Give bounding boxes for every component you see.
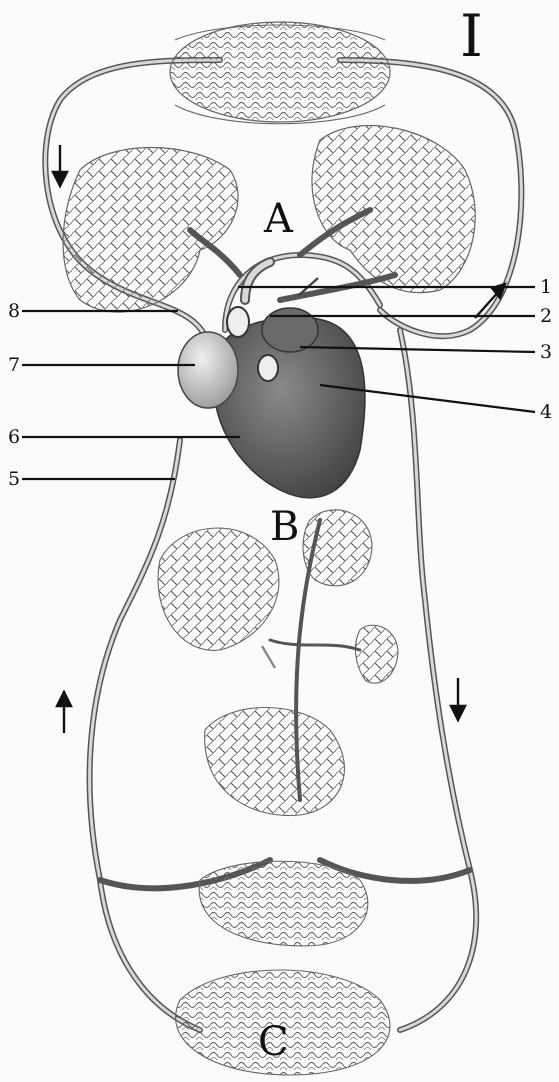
left-atrium xyxy=(262,308,318,352)
callout-1: 1 xyxy=(540,276,552,298)
pulmonary-ring xyxy=(258,355,278,381)
callout-2: 2 xyxy=(540,305,552,327)
right-lung-capillary-bed xyxy=(312,126,475,293)
head-capillary-bed xyxy=(170,22,390,124)
aorta-ring xyxy=(227,307,249,337)
digestive-capillary-beds xyxy=(158,510,398,816)
callout-8: 8 xyxy=(8,300,20,322)
right-atrium xyxy=(178,332,238,408)
callout-5: 5 xyxy=(8,468,20,490)
callout-4: 4 xyxy=(540,401,552,423)
figure-roman-numeral: I xyxy=(460,2,483,70)
callout-3: 3 xyxy=(540,341,552,363)
region-label-c: C xyxy=(258,1019,289,1065)
callout-7: 7 xyxy=(8,354,20,376)
region-label-b: B xyxy=(270,504,299,550)
left-lung-capillary-bed xyxy=(63,148,238,312)
callout-6: 6 xyxy=(8,426,20,448)
arrow-gut xyxy=(262,646,275,668)
region-label-a: A xyxy=(263,196,294,242)
heart xyxy=(178,262,365,498)
